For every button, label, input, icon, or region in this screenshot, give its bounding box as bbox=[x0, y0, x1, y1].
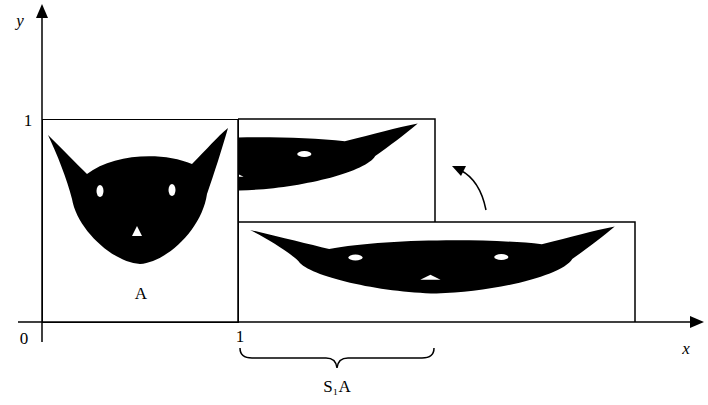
set-label: S₁A bbox=[323, 378, 351, 395]
arrowhead bbox=[690, 316, 704, 328]
set-label: A bbox=[135, 285, 147, 302]
frame-lines bbox=[238, 119, 635, 322]
axis-label: 0 bbox=[20, 330, 29, 347]
brace bbox=[240, 348, 434, 368]
curved-arrow bbox=[460, 170, 486, 210]
axis-label: y bbox=[16, 12, 24, 29]
unit-square: A bbox=[42, 119, 239, 323]
arrowhead bbox=[36, 4, 48, 18]
stretched-cat bbox=[250, 226, 615, 293]
axes bbox=[18, 14, 694, 342]
arrowhead bbox=[452, 166, 466, 176]
cat-face bbox=[48, 128, 228, 264]
axis-label: 1 bbox=[236, 328, 245, 345]
axis-label: 1 bbox=[24, 112, 33, 129]
stacked-cat-half bbox=[238, 123, 418, 190]
axis-label: x bbox=[682, 340, 690, 357]
